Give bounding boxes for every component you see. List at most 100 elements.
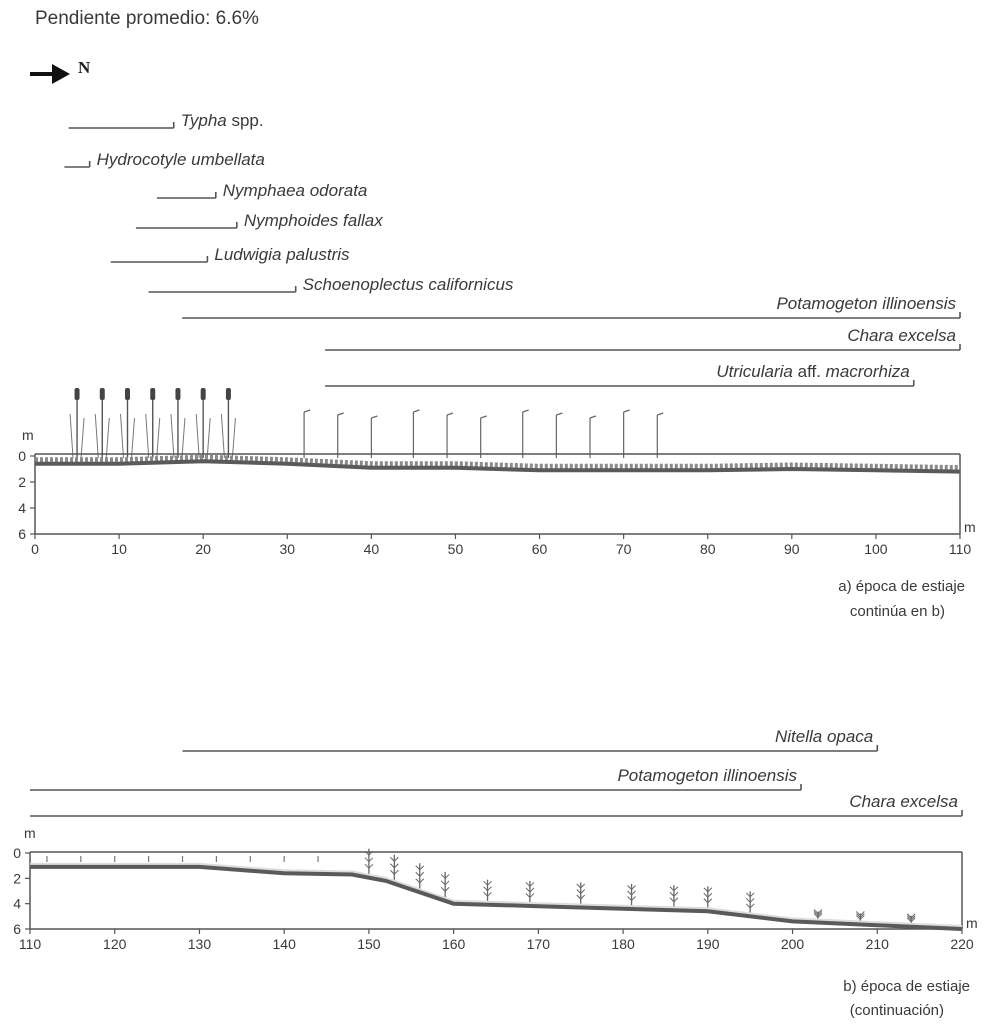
x-tick-label: 0: [31, 541, 39, 557]
plant-leaf: [556, 412, 563, 416]
plant-leaf: [529, 882, 535, 887]
cattail-plant: [220, 388, 236, 459]
cattail-plant: [94, 388, 110, 459]
y-tick-label: 0: [13, 845, 21, 861]
species-label: Chara excelsa: [847, 326, 956, 345]
plant-leaf: [487, 880, 492, 886]
x-tick-label: 110: [949, 541, 972, 557]
plant-leaf: [389, 856, 395, 862]
panel-a-y-unit: m: [22, 427, 34, 443]
plant-leaf: [487, 891, 492, 897]
y-tick-label: 2: [13, 870, 21, 886]
x-tick-label: 210: [866, 936, 890, 952]
species-label-part: Schoenoplectus californicus: [303, 275, 514, 294]
plant-leaf: [440, 886, 446, 892]
plant-leaf: [910, 915, 916, 921]
plant-leaf: [170, 413, 175, 459]
submerged-plant: [703, 886, 713, 909]
floating-leaf-plant: [480, 415, 487, 458]
floating-leaf-plant: [337, 412, 344, 458]
plant-leaf: [446, 412, 454, 416]
species-label-part: spp.: [227, 111, 264, 130]
cattail-head: [74, 388, 80, 400]
panel-b-caption-line2: (continuación): [850, 1002, 944, 1019]
panel-b-caption-line1: b) época de estiaje: [843, 978, 970, 995]
floating-leaf-plant: [623, 409, 630, 458]
y-tick-label: 6: [18, 526, 26, 542]
species-label-part: Utricularia: [716, 362, 793, 381]
x-tick-label: 160: [442, 936, 466, 952]
species-range: Potamogeton illinoensis: [30, 766, 802, 791]
species-label-part: Ludwigia palustris: [214, 245, 350, 264]
panel-b-x-unit: m: [966, 915, 978, 931]
panel-a: Typha spp. Hydrocotyle umbellataNymphaea …: [18, 111, 975, 620]
species-range: Nymphoides fallax: [135, 211, 383, 230]
plant-leaf: [859, 911, 865, 916]
plant-leaf: [413, 409, 420, 413]
y-tick-label: 0: [18, 448, 26, 464]
submerged-plant: [483, 879, 492, 902]
plant-leaf: [415, 878, 421, 884]
plant-leaf: [580, 883, 586, 889]
floating-leaf-plant: [656, 412, 664, 458]
species-label: Ludwigia palustris: [214, 245, 350, 264]
plant-leaf: [855, 913, 861, 918]
x-tick-label: 60: [532, 541, 548, 557]
plant-leaf: [657, 412, 664, 416]
plant-leaf: [589, 415, 597, 419]
x-tick-label: 20: [195, 541, 211, 557]
plant-leaf: [415, 871, 421, 877]
plant-leaf: [576, 883, 582, 889]
plant-leaf: [627, 896, 632, 901]
floating-leaf-plant: [412, 409, 420, 458]
plant-leaf: [105, 417, 110, 459]
species-range: Typha spp.: [68, 111, 264, 130]
panel-b-y-unit: m: [24, 825, 36, 841]
plant-leaf: [745, 892, 751, 898]
plant-leaf: [231, 417, 236, 459]
plant-leaf: [749, 892, 755, 898]
plant-leaf: [813, 913, 819, 918]
cattail-plant: [145, 388, 161, 459]
submerged-plant: [389, 854, 399, 881]
floating-leaf-plant: [370, 415, 378, 458]
species-range: Chara excelsa: [325, 326, 961, 351]
x-tick-label: 170: [527, 936, 551, 952]
species-range: Nymphaea odorata: [156, 181, 367, 200]
submerged-plant: [415, 863, 425, 890]
plant-leaf: [707, 892, 713, 898]
plant-leaf: [419, 865, 425, 871]
plant-leaf: [368, 863, 374, 869]
species-label: Typha spp.: [181, 111, 264, 130]
panel-b-lake-bed-profile: [30, 864, 963, 931]
panel-a-caption-line2: continúa en b): [850, 603, 945, 620]
x-tick-label: 120: [103, 936, 127, 952]
plant-leaf: [906, 913, 912, 919]
species-label-part: Nymphoides fallax: [244, 211, 383, 230]
species-label: Utricularia aff. macrorhiza: [716, 362, 909, 381]
plant-leaf: [419, 871, 425, 877]
plant-leaf: [206, 417, 211, 459]
cattail-plant: [195, 388, 211, 459]
plant-leaf: [817, 909, 823, 914]
cattail-head: [175, 388, 181, 400]
plant-leaf: [859, 915, 865, 920]
species-range: Hydrocotyle umbellata: [64, 150, 265, 169]
plant-leaf: [181, 417, 186, 459]
plant-leaf: [529, 893, 535, 898]
plant-leaf: [623, 409, 630, 413]
plant-leaf: [627, 890, 632, 896]
plant-leaf: [80, 417, 85, 459]
cattail-head: [125, 388, 130, 400]
plant-leaf: [69, 413, 74, 459]
plant-leaf: [522, 409, 529, 413]
plant-leaf: [627, 885, 632, 890]
plant-leaf: [303, 409, 311, 413]
species-label: Hydrocotyle umbellata: [97, 150, 265, 169]
plant-leaf: [749, 903, 755, 909]
floating-leaf-plant: [303, 409, 311, 458]
cattail-plant: [69, 388, 85, 459]
